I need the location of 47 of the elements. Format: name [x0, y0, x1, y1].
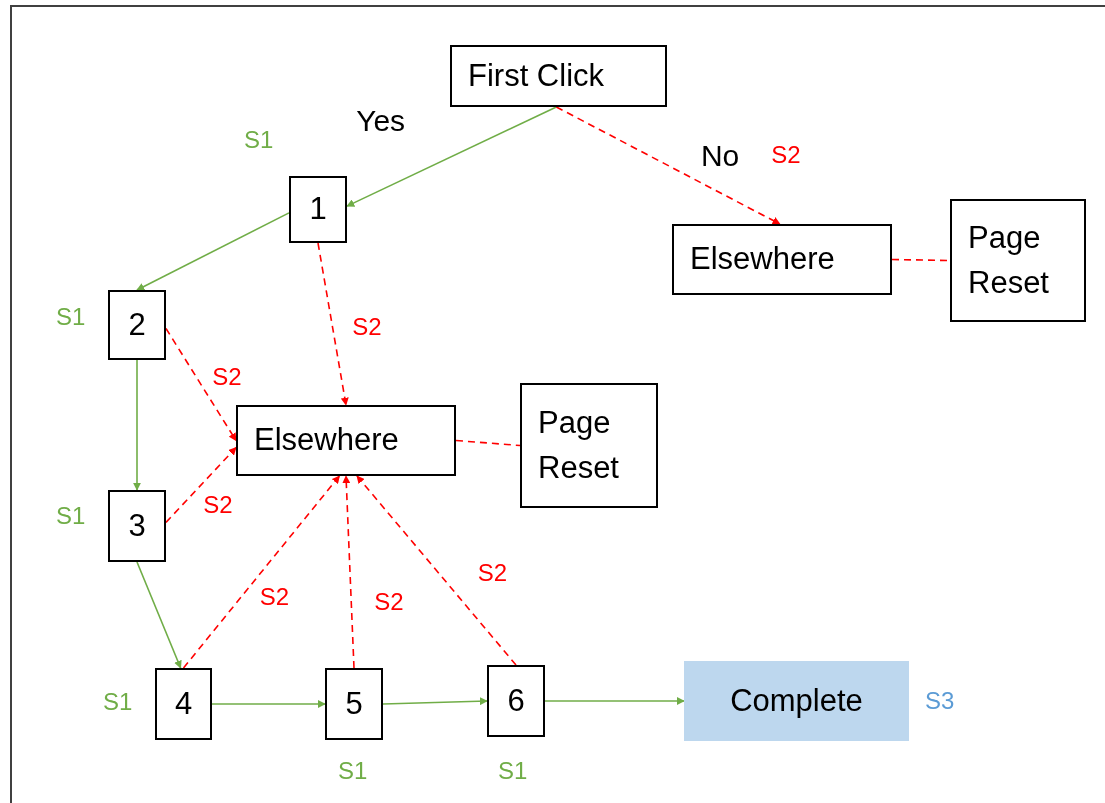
arrow: [165, 446, 237, 524]
node-text: 5: [345, 684, 363, 723]
arrow: [342, 475, 355, 669]
arrow: [182, 475, 341, 669]
arrow: [356, 475, 517, 666]
arrow: [136, 212, 290, 291]
arrow: [346, 106, 558, 207]
node-text: Elsewhere: [254, 421, 399, 460]
step-box: [487, 665, 545, 737]
step-box: [108, 490, 166, 562]
step-box: [325, 668, 383, 740]
complete-box: [684, 661, 909, 741]
arrow: [211, 700, 326, 708]
node-text: Page Reset: [538, 403, 620, 487]
connector-line: [455, 439, 521, 447]
state-label: S1: [244, 128, 274, 152]
node-text: First Click: [468, 56, 605, 95]
arrow: [317, 242, 349, 406]
state-label: S1: [338, 759, 368, 783]
node-text: 4: [174, 684, 193, 723]
state-label: S1: [498, 759, 528, 783]
state-label: S1: [56, 305, 86, 329]
arrow: [136, 561, 182, 669]
arrow: [555, 106, 781, 225]
arrow: [133, 359, 141, 491]
step-box: [108, 290, 166, 360]
state-label: S1: [56, 504, 86, 528]
node-text: Page Reset: [968, 218, 1050, 302]
node-text: 1: [309, 190, 327, 229]
state-label: S1: [103, 690, 133, 714]
arrow: [544, 697, 685, 705]
process-box: [950, 199, 1086, 322]
node-text: 2: [128, 305, 146, 344]
step-box: [155, 668, 212, 740]
node-text: 6: [507, 681, 525, 720]
arrow: [382, 697, 488, 706]
node-text: Elsewhere: [690, 240, 835, 279]
step-box: [289, 176, 347, 243]
arrow: [165, 327, 237, 442]
state-label: S3: [925, 689, 955, 713]
process-box: [450, 45, 667, 107]
node-text: Complete: [730, 681, 863, 720]
state-label: S2: [771, 143, 801, 167]
process-box: [520, 383, 658, 508]
process-box: [236, 405, 456, 476]
process-box: [672, 224, 892, 295]
node-text: 3: [128, 506, 146, 545]
